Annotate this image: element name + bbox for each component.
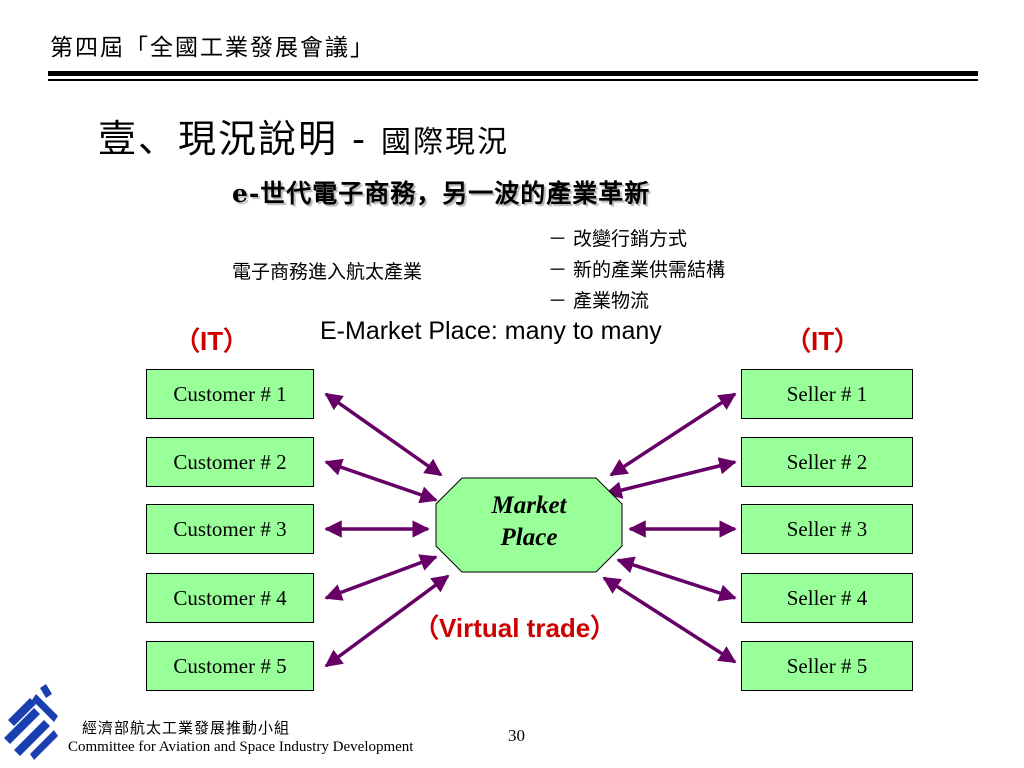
seller-node-5: Seller # 5 bbox=[741, 641, 913, 691]
header-title: 第四屆「全國工業發展會議」 bbox=[50, 35, 375, 61]
arrow-seller-1 bbox=[609, 392, 737, 477]
it-tag-right: （IT） bbox=[785, 326, 861, 356]
virtual-trade-tag: （Virtual trade） bbox=[413, 613, 617, 643]
market-place-octagon bbox=[435, 477, 623, 573]
seller-node-1: Seller # 1 bbox=[741, 369, 913, 419]
customer-node-2: Customer # 2 bbox=[146, 437, 314, 487]
bullet-item: － 產業物流 bbox=[548, 290, 650, 312]
arrow-customer-2 bbox=[324, 458, 438, 504]
customer-node-1: Customer # 1 bbox=[146, 369, 314, 419]
customer-node-3: Customer # 3 bbox=[146, 504, 314, 554]
diagram-caption: E-Market Place: many to many bbox=[320, 317, 662, 345]
slide-title-sub: 國際現況 bbox=[381, 125, 510, 160]
customer-node-4: Customer # 4 bbox=[146, 573, 314, 623]
slide-title-separator: - bbox=[338, 117, 382, 161]
bullet-item: － 改變行銷方式 bbox=[548, 228, 688, 250]
page-number: 30 bbox=[508, 726, 525, 745]
footer-org-chinese: 經濟部航太工業發展推動小組 bbox=[82, 719, 291, 737]
seller-node-2: Seller # 2 bbox=[741, 437, 913, 487]
seller-node-3: Seller # 3 bbox=[741, 504, 913, 554]
ec-label: 電子商務進入航太產業 bbox=[232, 261, 423, 283]
it-tag-left: （IT） bbox=[174, 326, 250, 356]
header-divider bbox=[48, 71, 978, 76]
arrow-seller-5 bbox=[602, 576, 737, 664]
casid-logo-icon bbox=[4, 684, 58, 760]
arrow-seller-2 bbox=[604, 457, 737, 499]
market-place-line1: Market bbox=[491, 492, 567, 519]
customer-node-5: Customer # 5 bbox=[146, 641, 314, 691]
footer-org-english: Committee for Aviation and Space Industr… bbox=[68, 739, 414, 755]
bullet-item: － 新的產業供需結構 bbox=[548, 259, 726, 281]
header-divider-thin bbox=[48, 79, 978, 81]
arrow-customer-1 bbox=[324, 392, 443, 477]
slide-subtitle: e-世代電子商務，另一波的產業革新 bbox=[232, 179, 651, 208]
seller-node-4: Seller # 4 bbox=[741, 573, 913, 623]
arrow-seller-4 bbox=[616, 556, 737, 602]
arrow-customer-5 bbox=[324, 574, 450, 668]
arrow-customer-4 bbox=[324, 554, 438, 601]
market-place-label: Market Place bbox=[438, 490, 620, 554]
slide-title-main: 壹、現況說明 bbox=[98, 117, 339, 161]
slide-title: 壹、現況說明 - 國際現況 bbox=[98, 108, 509, 163]
market-place-line2: Place bbox=[500, 524, 558, 551]
